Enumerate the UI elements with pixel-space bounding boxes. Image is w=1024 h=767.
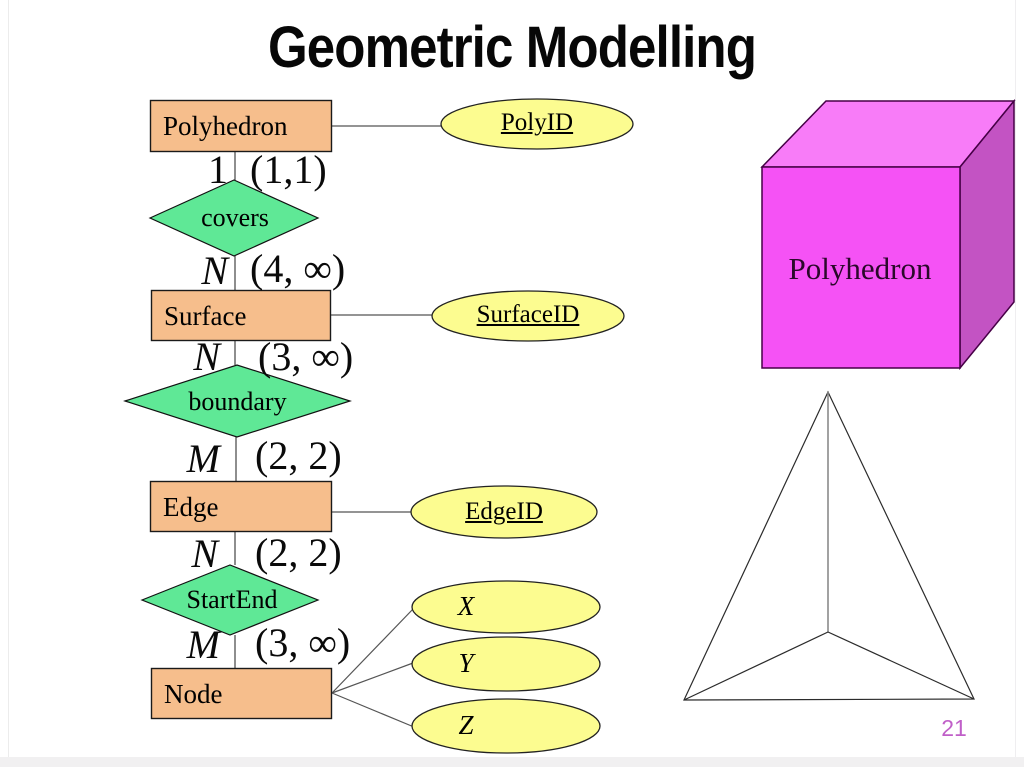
cardinality-minmax-4: (2, 2) (255, 433, 342, 478)
attribute-connectors (331, 125, 442, 728)
relationship-label-boundary: boundary (188, 387, 287, 416)
cardinality-side-6: M (186, 622, 220, 667)
tetrahedron-inner-edge-left (683, 631, 829, 701)
page-number: 21 (941, 715, 967, 741)
cardinality-minmax-6: (3, ∞) (255, 620, 351, 665)
attribute-label-z: Z (458, 710, 474, 740)
cardinality-side-3: N (193, 334, 220, 379)
vertical-connectors (234, 152, 237, 668)
attribute-oval-surfaceid (431, 290, 625, 342)
relationship-label-covers: covers (201, 203, 269, 232)
entity-box-surface (150, 289, 332, 342)
cardinality-minmax-5: (2, 2) (255, 530, 342, 575)
cardinality-minmax-3: (3, ∞) (258, 334, 354, 379)
relationship-diamond-startend (140, 564, 320, 636)
cube-face-label: Polyhedron (788, 251, 932, 286)
entity-label-node: Node (164, 679, 223, 709)
attribute-oval-edgeid (410, 485, 598, 539)
relationship-diamond-boundary (123, 364, 352, 438)
connector-node-x (331, 607, 415, 694)
entity-label-polyhedron: Polyhedron (163, 111, 288, 141)
tetrahedron-outline (683, 390, 975, 701)
attribute-ovals (410, 98, 634, 754)
page-title: Geometric Modelling (267, 15, 757, 80)
attribute-label-polyid: PolyID (500, 109, 574, 136)
cardinality-minmax-2: (4, ∞) (250, 246, 346, 291)
relationship-diamond-covers (148, 179, 320, 257)
attribute-label-edgeid: EdgeID (465, 498, 543, 525)
entity-box-node (150, 667, 333, 720)
attribute-oval-y (411, 636, 601, 692)
cardinality-side-5: N (191, 531, 218, 576)
attribute-oval-polyid (440, 98, 634, 150)
entity-label-edge: Edge (163, 492, 219, 522)
relationship-diamonds (123, 179, 352, 636)
attribute-label-x: X (457, 591, 475, 621)
cube-illustration (760, 98, 1016, 371)
attribute-oval-x (411, 580, 601, 634)
entity-box-polyhedron (149, 99, 333, 153)
attribute-oval-z (411, 698, 601, 754)
slide-bottom-strip (0, 757, 1024, 767)
entity-label-surface: Surface (164, 301, 247, 331)
cardinality-side-4: M (186, 436, 220, 481)
relationship-label-startend: StartEnd (186, 585, 278, 614)
connector-node-z (331, 692, 415, 728)
tetrahedron-illustration (683, 390, 975, 701)
cardinality-minmax-1: (1,1) (250, 147, 327, 192)
connector-node-y (331, 662, 414, 694)
attribute-label-surfaceid: SurfaceID (476, 301, 580, 328)
attribute-label-y: Y (458, 648, 474, 678)
entity-boxes (149, 99, 333, 720)
cardinality-side-1: 1 (208, 147, 228, 192)
tetrahedron-inner-edge-right (827, 631, 975, 700)
cube-front-face (761, 166, 961, 369)
cardinality-side-2: N (201, 248, 228, 293)
entity-box-edge (149, 480, 333, 533)
